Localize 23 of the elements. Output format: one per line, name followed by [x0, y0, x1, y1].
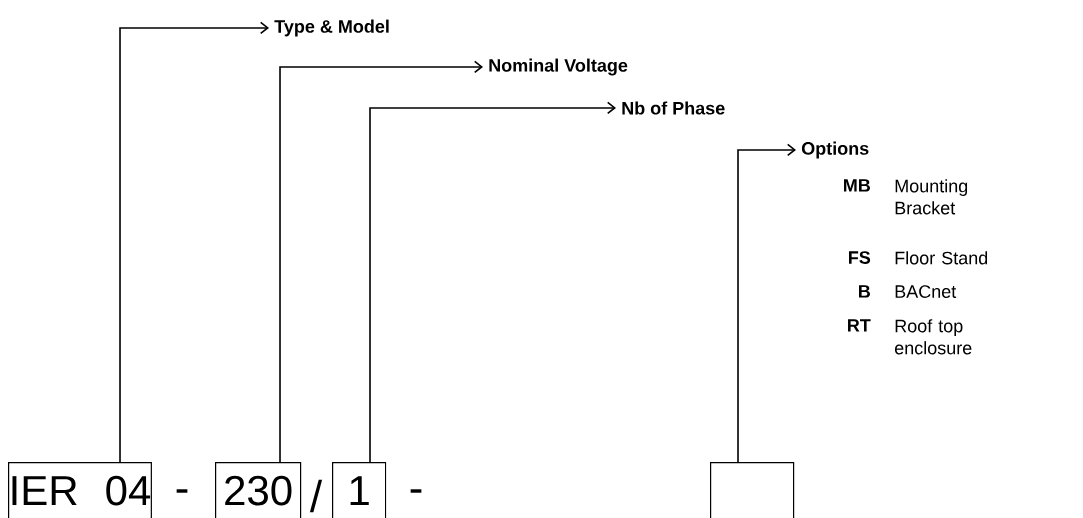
- heading: Nominal Voltage: [489, 58, 628, 76]
- separator: -: [410, 489, 422, 493]
- option-description: Floor Stand: [895, 251, 988, 265]
- code-box: [710, 462, 795, 518]
- arrow: [119, 21, 269, 463]
- option-description: Roof top enclosure: [894, 319, 972, 355]
- option-code: B: [859, 285, 870, 298]
- separator: /: [309, 479, 323, 513]
- arrow: [369, 101, 616, 463]
- option-description: BACnet: [895, 285, 957, 298]
- heading: Nb of Phase: [622, 101, 725, 115]
- arrow: [279, 60, 483, 463]
- heading: Type & Model: [274, 19, 389, 37]
- code-box: IER 04: [8, 462, 152, 518]
- heading: Options: [801, 141, 869, 159]
- arrow: [737, 143, 796, 463]
- option-code: RT: [848, 319, 871, 332]
- option-description: Mounting Bracket: [895, 179, 968, 215]
- code-box: 1: [332, 462, 387, 518]
- option-code: MB: [844, 179, 870, 192]
- code-box: 230: [215, 462, 302, 518]
- option-code: FS: [849, 251, 871, 264]
- separator: -: [176, 489, 188, 493]
